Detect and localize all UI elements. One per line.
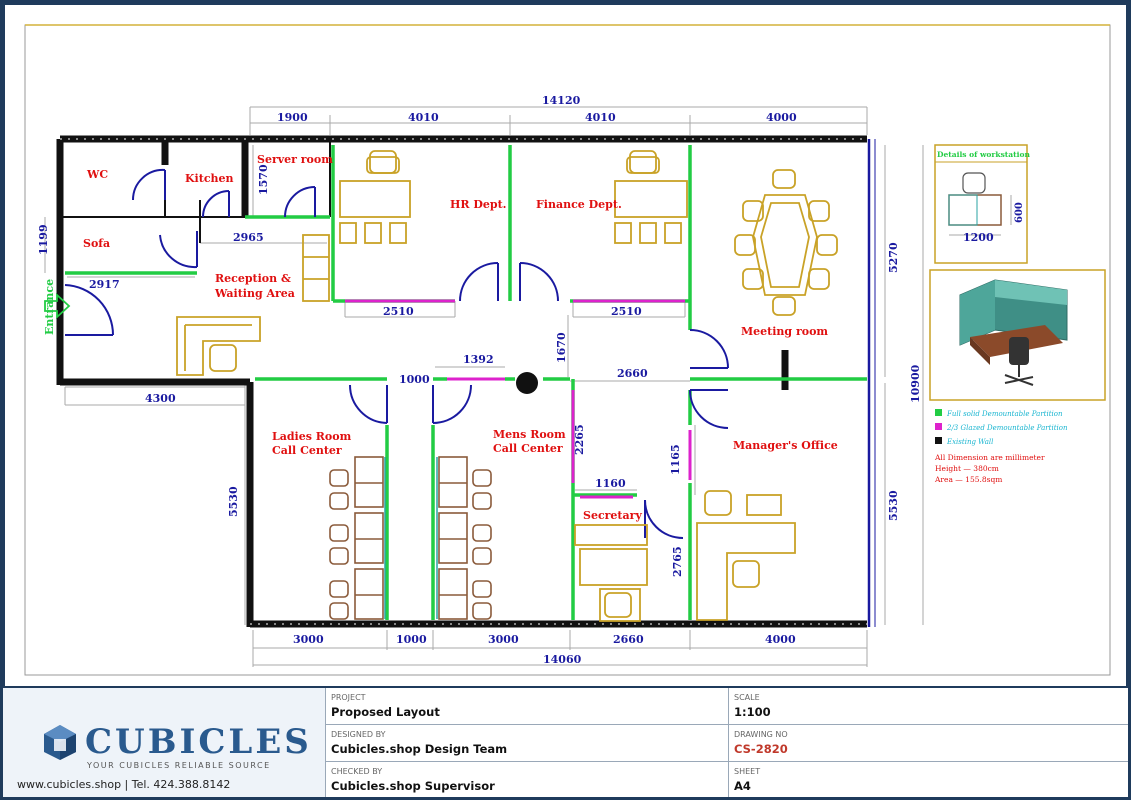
call-center-workstations: [329, 456, 492, 620]
dim-4300: 4300: [145, 392, 176, 405]
column: [516, 372, 538, 394]
dim-top-1: 1900: [277, 111, 308, 124]
dim-bot-3: 3000: [488, 633, 519, 646]
interior-walls: [60, 139, 331, 243]
legend-swatch-glazed: [935, 423, 942, 430]
label-finance-dept: Finance Dept.: [536, 198, 622, 211]
legend-wall: Existing Wall: [946, 438, 993, 446]
dim-1570: 1570: [257, 164, 270, 195]
label-ladies-1: Ladies Room: [272, 430, 352, 443]
project-cell: PROJECT Proposed Layout: [325, 688, 728, 725]
dim-5270: 5270: [887, 242, 900, 273]
scale-label: SCALE: [734, 693, 760, 702]
dim-top-3: 4010: [585, 111, 616, 124]
legend-note-height: Height — 380cm: [935, 464, 999, 473]
glazed-partitions: [345, 299, 692, 499]
scale-cell: SCALE 1:100: [728, 688, 1128, 725]
dim-left-5530: 5530: [227, 486, 240, 517]
checked-value: Cubicles.shop Supervisor: [331, 779, 495, 793]
furniture: [176, 150, 838, 622]
scale-value: 1:100: [734, 705, 771, 719]
label-wc: WC: [86, 168, 108, 181]
drawing-no-cell: DRAWING NO CS-2820: [728, 725, 1128, 762]
workstation-detail: Details of workstation 1200 600: [934, 144, 1030, 264]
dim-top-4: 4000: [766, 111, 797, 124]
dim-right-5530: 5530: [887, 490, 900, 521]
dim-1160: 1160: [595, 477, 626, 490]
floor-plan: WC Kitchen Server room HR Dept. Finance …: [24, 24, 1111, 676]
label-kitchen: Kitchen: [185, 172, 234, 185]
dim-1199: 1199: [37, 224, 50, 255]
dim-bot-total: 14060: [543, 653, 582, 666]
dim-bot-4: 2660: [613, 633, 644, 646]
project-value: Proposed Layout: [331, 705, 440, 719]
drawing-no-value: CS-2820: [734, 742, 788, 756]
dim-fin-2510: 2510: [611, 305, 642, 318]
dim-2660: 2660: [617, 367, 648, 380]
designed-cell: DESIGNED BY Cubicles.shop Design Team: [325, 725, 728, 762]
sheet-value: A4: [734, 779, 751, 793]
dim-2917: 2917: [89, 278, 120, 291]
label-managers-office: Manager's Office: [733, 439, 838, 452]
label-mens-2: Call Center: [493, 442, 563, 455]
designed-value: Cubicles.shop Design Team: [331, 742, 508, 756]
drawing-no-label: DRAWING NO: [734, 730, 788, 739]
dim-1670: 1670: [555, 332, 568, 363]
label-reception-1: Reception &: [215, 272, 291, 285]
entrance-arrow-icon: [44, 292, 71, 320]
label-ladies-2: Call Center: [272, 444, 342, 457]
legend: Full solid Demountable Partition 2/3 Gla…: [934, 409, 1068, 484]
cubicle-render: [929, 269, 1106, 401]
sheet-cell: SHEET A4: [728, 762, 1128, 797]
designed-label: DESIGNED BY: [331, 730, 386, 739]
drawing-frame: WC Kitchen Server room HR Dept. Finance …: [3, 3, 1128, 797]
legend-solid: Full solid Demountable Partition: [946, 410, 1063, 418]
legend-note-area: Area — 155.8sqm: [934, 475, 1002, 484]
sheet-label: SHEET: [734, 767, 761, 776]
label-secretary: Secretary: [583, 509, 642, 522]
workstation-depth: 600: [1014, 202, 1025, 223]
project-label: PROJECT: [331, 693, 366, 702]
doors: [64, 168, 729, 539]
checked-cell: CHECKED BY Cubicles.shop Supervisor: [325, 762, 728, 797]
label-sofa: Sofa: [83, 237, 110, 250]
legend-note-units: All Dimension are millimeter: [934, 453, 1045, 462]
dim-top-total: 14120: [542, 94, 581, 107]
cube-logo-icon: [44, 725, 76, 760]
label-hr-dept: HR Dept.: [450, 198, 507, 211]
dim-bot-1: 3000: [293, 633, 324, 646]
dim-2265: 2265: [573, 424, 586, 455]
checked-label: CHECKED BY: [331, 767, 383, 776]
legend-swatch-solid: [935, 409, 942, 416]
dim-top-2: 4010: [408, 111, 439, 124]
label-entrance: Entrance: [43, 279, 56, 335]
legend-glazed: 2/3 Glazed Demountable Partition: [946, 424, 1068, 432]
title-block: CUBICLES YOUR CUBICLES RELIABLE SOURCE w…: [3, 686, 1128, 797]
brand-panel: CUBICLES YOUR CUBICLES RELIABLE SOURCE w…: [3, 688, 326, 797]
solid-partitions: [65, 145, 867, 620]
dim-2965: 2965: [233, 231, 264, 244]
dim-2765: 2765: [671, 546, 684, 577]
dimension-lines: [44, 106, 924, 667]
label-mens-1: Mens Room: [493, 428, 566, 441]
legend-swatch-wall: [935, 437, 942, 444]
brand-contact: www.cubicles.shop | Tel. 424.388.8142: [17, 778, 231, 791]
label-server-room: Server room: [257, 153, 333, 166]
brand-tagline: YOUR CUBICLES RELIABLE SOURCE: [87, 761, 271, 770]
label-reception-2: Waiting Area: [214, 287, 295, 300]
brand-name: CUBICLES: [85, 722, 312, 762]
workstation-width: 1200: [963, 231, 994, 244]
dim-corr-1000: 1000: [399, 373, 430, 386]
dim-10900: 10900: [909, 364, 922, 403]
brand-logo: CUBICLES: [41, 722, 312, 762]
label-meeting-room: Meeting room: [741, 325, 828, 338]
dim-bot-2: 1000: [396, 633, 427, 646]
dim-1165: 1165: [669, 444, 682, 475]
dim-bot-5: 4000: [765, 633, 796, 646]
workstation-title: Details of workstation: [937, 150, 1030, 159]
dim-1392: 1392: [463, 353, 494, 366]
dim-hr-2510: 2510: [383, 305, 414, 318]
